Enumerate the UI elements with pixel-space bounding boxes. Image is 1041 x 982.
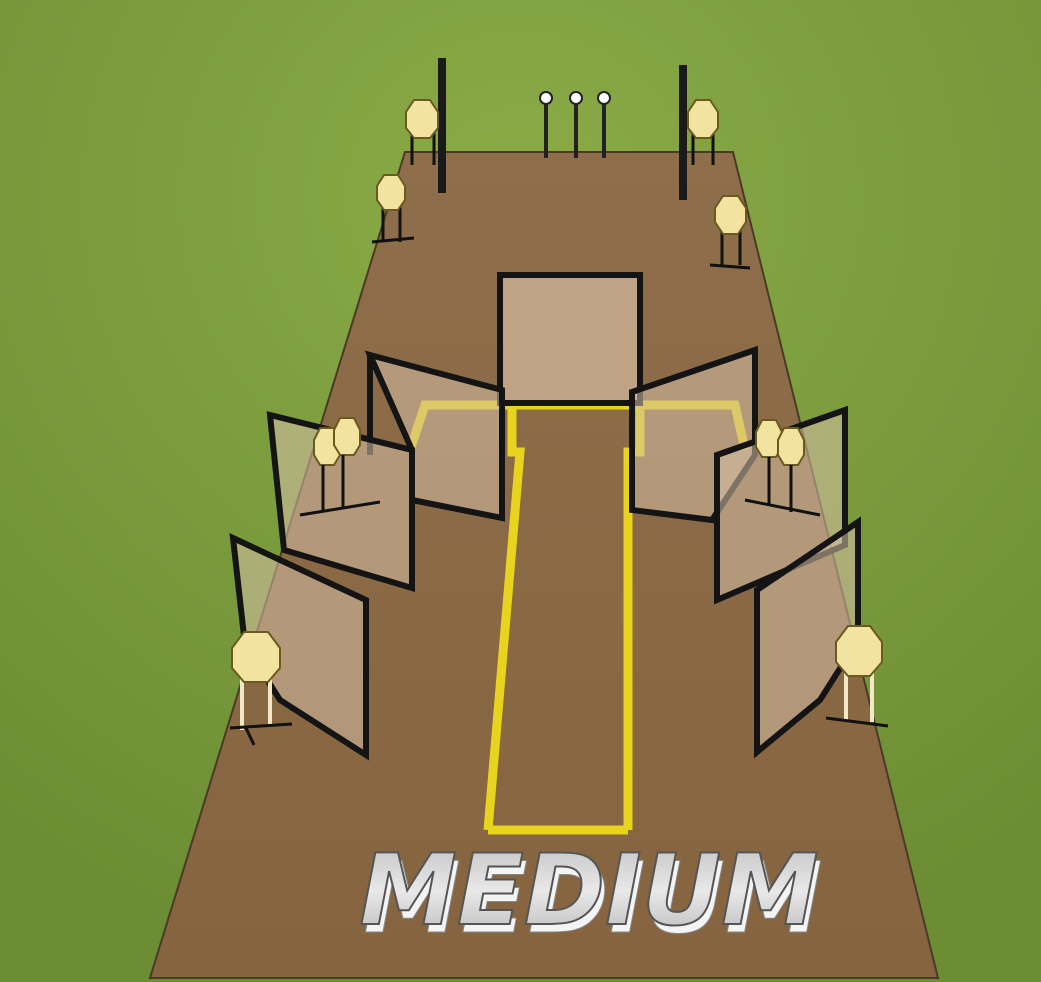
targets-left-behind-wall: [299, 417, 381, 517]
targets-right-behind-wall: [744, 419, 821, 517]
barrier-left-mid: [266, 411, 415, 593]
target-back-right: [687, 99, 719, 165]
target-back-left-2: [371, 174, 415, 244]
barrier-right-front: [754, 516, 861, 759]
difficulty-label-text: MEDIUM: [359, 834, 818, 948]
difficulty-label: MEDIUM MEDIUM: [358, 833, 823, 957]
target-front-left: [229, 631, 293, 746]
steel-plate-rack: [539, 91, 611, 158]
barrier-back-right-post: [679, 65, 687, 200]
barrier-left-front: [229, 533, 369, 761]
target-back-left: [405, 99, 439, 165]
target-front-right: [825, 625, 889, 728]
difficulty-label-shadow: MEDIUM: [363, 842, 822, 956]
barrier-back-left-post: [438, 58, 446, 193]
barrier-back-center: [497, 272, 643, 406]
target-back-right-2: [709, 195, 751, 270]
